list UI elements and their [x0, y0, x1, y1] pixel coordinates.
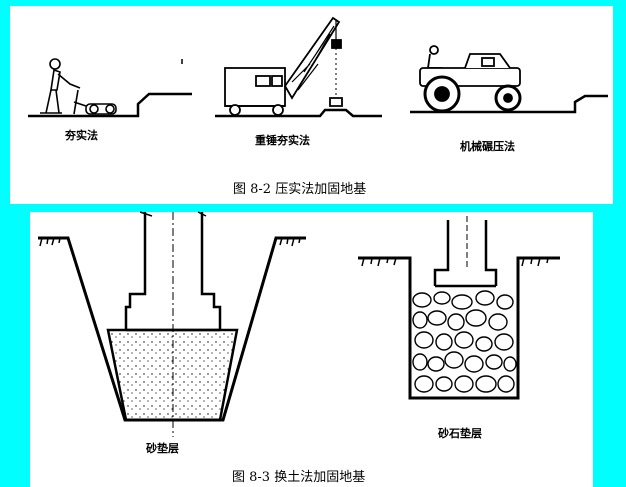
- label-heavy-hammer-method: 重锤夯实法: [255, 134, 310, 147]
- sand-cushion-section: [38, 211, 306, 437]
- gravel-stones: [412, 290, 517, 393]
- label-sand-gravel-cushion: 砂石垫层: [438, 427, 482, 440]
- figure-8-3-panel: 砂垫层 砂石垫层 图 8-3 换土法加固地基: [30, 211, 593, 487]
- ground-profile-machine-rolling: [410, 94, 608, 114]
- label-machine-rolling-method: 机械碾压法: [460, 140, 515, 153]
- figure-8-3-caption: 图 8-3 换土法加固地基: [232, 470, 366, 485]
- soil-replacement-drawing: [38, 211, 560, 437]
- ground-profile-heavy-hammer: [215, 108, 382, 118]
- ground-profile-tamping: [28, 92, 192, 118]
- crane-heavy-hammer: [224, 16, 343, 116]
- tamping-worker: [40, 58, 117, 115]
- figure-8-2-caption: 图 8-2 压实法加固地基: [233, 182, 367, 197]
- label-tamping-method: 夯实法: [65, 129, 98, 142]
- compaction-methods-drawing: [28, 16, 608, 118]
- sand-gravel-cushion-section: [358, 216, 560, 400]
- rolling-tractor: [419, 45, 522, 113]
- figure-8-2-panel: 夯实法 重锤夯实法 机械碾压法 图 8-2 压实法加固地基: [10, 6, 613, 204]
- label-sand-cushion: 砂垫层: [146, 442, 179, 455]
